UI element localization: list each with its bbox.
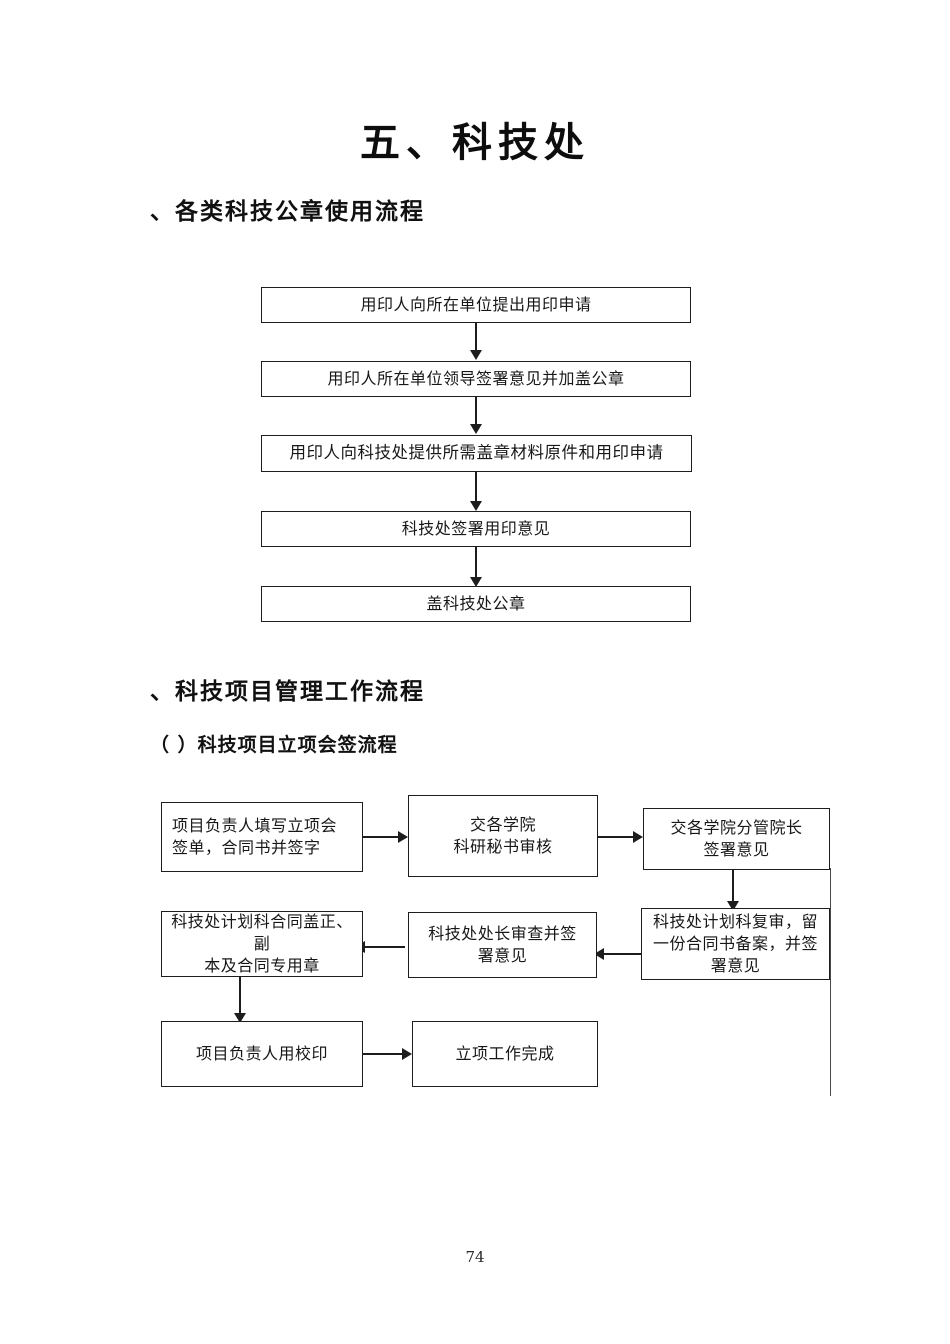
flow-node-proj-7: 项目负责人用校印 [161, 1021, 363, 1087]
flow-node-seal-1: 用印人向所在单位提出用印申请 [261, 287, 691, 323]
section-heading-seal-process: 、各类科技公章使用流程 [150, 198, 425, 225]
subsection-heading-project-signoff: （ ）科技项目立项会签流程 [150, 734, 398, 756]
flow-node-proj-6: 科技处计划科合同盖正、副 本及合同专用章 [161, 911, 363, 977]
connector-proj-2-3-line [598, 836, 636, 838]
flow-node-proj-5: 科技处处长审查并签 署意见 [408, 912, 597, 978]
connector-proj-1-2-line [363, 836, 401, 838]
connector-proj-4-5-line [603, 953, 641, 955]
connector-proj-7-8-line [363, 1053, 405, 1055]
connector-proj-5-6-line [363, 946, 405, 948]
connector-proj-3-4-line [732, 870, 734, 902]
connector-seal-3-4-line [475, 472, 477, 502]
flow-node-seal-3: 用印人向科技处提供所需盖章材料原件和用印申请 [261, 435, 692, 472]
connector-proj-3-4-arrow [727, 901, 739, 911]
connector-proj-2-3-arrow [633, 831, 643, 843]
flow-node-seal-5: 盖科技处公章 [261, 586, 691, 622]
connector-seal-2-3-line [475, 397, 477, 425]
flow-node-proj-8: 立项工作完成 [412, 1021, 598, 1087]
stray-vertical-rule [830, 868, 831, 1096]
connector-proj-6-7-line [239, 977, 241, 1015]
connector-proj-7-8-arrow [402, 1048, 412, 1060]
connector-seal-1-2-line [475, 323, 477, 351]
flow-node-proj-2: 交各学院 科研秘书审核 [408, 795, 598, 877]
flow-node-proj-4: 科技处计划科复审，留 一份合同书备案，并签 署意见 [641, 908, 830, 980]
connector-proj-6-7-arrow [234, 1013, 246, 1023]
flow-node-seal-2: 用印人所在单位领导签署意见并加盖公章 [261, 361, 691, 397]
connector-seal-4-5-line [475, 547, 477, 578]
page-title: 五、科技处 [360, 119, 590, 166]
section-heading-project-process: 、科技项目管理工作流程 [150, 678, 425, 705]
connector-proj-4-5-arrow [594, 948, 604, 960]
flow-node-proj-1: 项目负责人填写立项会 签单，合同书并签字 [161, 802, 363, 872]
flow-node-proj-3: 交各学院分管院长 签署意见 [643, 808, 830, 870]
connector-seal-2-3-arrow [470, 424, 482, 434]
connector-seal-4-5-arrow [470, 577, 482, 587]
flow-node-seal-4: 科技处签署用印意见 [261, 511, 691, 547]
connector-seal-1-2-arrow [470, 350, 482, 360]
connector-seal-3-4-arrow [470, 501, 482, 511]
page-number: 74 [465, 1248, 485, 1266]
connector-proj-1-2-arrow [398, 831, 408, 843]
